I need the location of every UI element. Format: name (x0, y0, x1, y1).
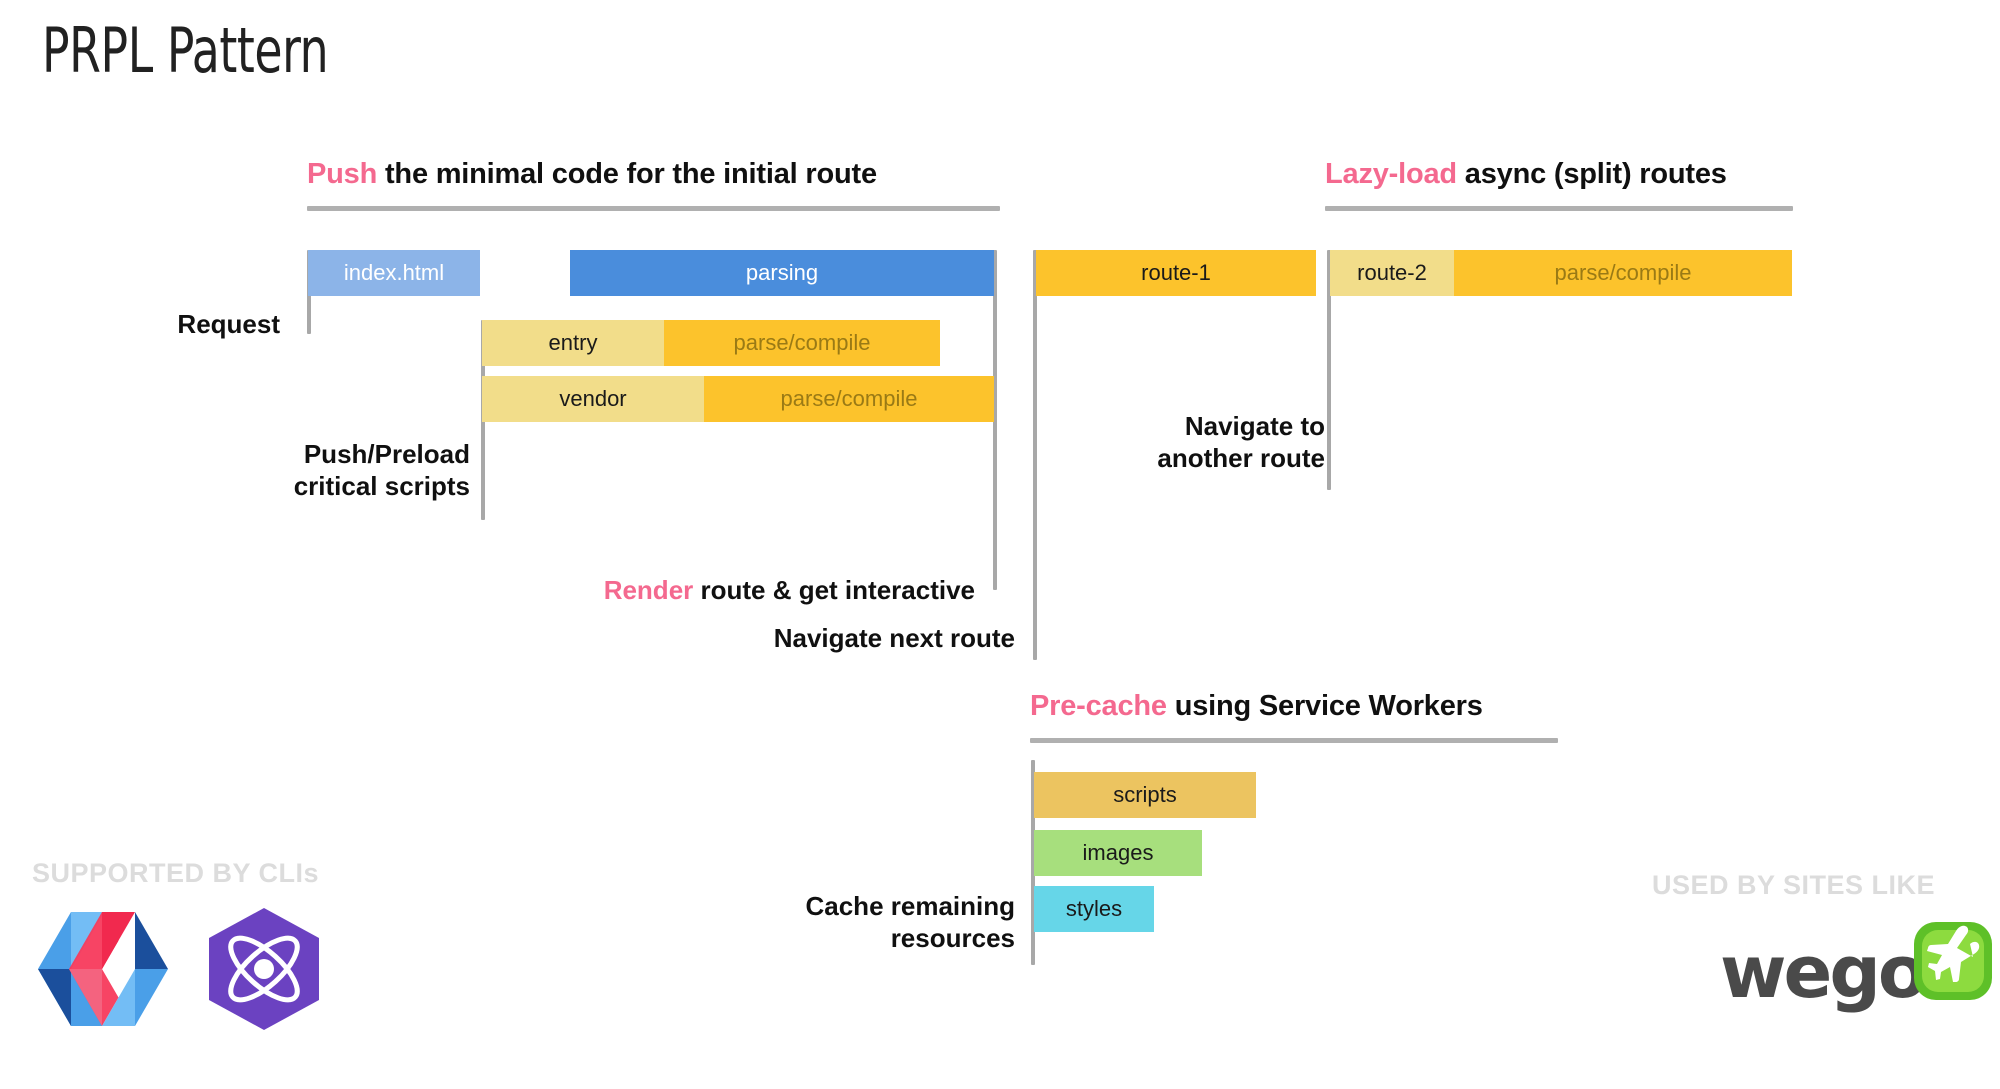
row-label-navigate-another: Navigate to another route (1157, 411, 1325, 474)
axis-line-navigate-next (1033, 250, 1037, 660)
bar-segment-route-2: route-2 (1330, 250, 1454, 296)
section-keyword-precache: Pre-cache (1030, 690, 1167, 722)
wego-wordmark: wego (1720, 930, 1927, 1014)
bar-index-html[interactable]: index.html (308, 250, 480, 296)
bar-vendor[interactable]: vendor parse/compile (482, 376, 994, 422)
row-label-render-rest: route & get interactive (693, 575, 975, 606)
bar-segment-parsing: parsing (570, 250, 994, 296)
section-keyword-push: Push (307, 158, 378, 190)
bar-entry[interactable]: entry parse/compile (482, 320, 940, 366)
bar-segment-scripts: scripts (1034, 772, 1256, 818)
section-rest-push: the minimal code for the initial route (377, 158, 877, 190)
section-rule-precache (1030, 738, 1558, 743)
wego-plane-icon (1914, 922, 1992, 1000)
section-rest-lazyload: async (split) routes (1456, 158, 1727, 190)
bar-segment-images: images (1034, 830, 1202, 876)
section-keyword-lazyload: Lazy-load (1325, 158, 1457, 190)
bar-segment-route-2-parse: parse/compile (1454, 250, 1792, 296)
bar-segment-entry-parse: parse/compile (664, 320, 940, 366)
page-title: PRPL Pattern (42, 14, 329, 87)
polymer-logo-icon (38, 910, 168, 1028)
footer-caption-supported-by: SUPPORTED BY CLIs (32, 858, 320, 888)
bar-segment-styles: styles (1034, 886, 1154, 932)
section-rule-lazyload (1325, 206, 1793, 211)
row-label-request: Request (177, 309, 280, 339)
bar-parsing[interactable]: parsing (570, 250, 994, 296)
section-rule-push (307, 206, 1000, 211)
wego-logo: wego (1720, 922, 1992, 1030)
row-label-render-keyword: Render (603, 575, 694, 606)
bar-styles[interactable]: styles (1034, 886, 1154, 932)
axis-line-cache (1031, 760, 1035, 965)
row-label-navigate-next: Navigate next route (773, 623, 1015, 653)
axis-line-route2 (1327, 250, 1331, 490)
bar-images[interactable]: images (1034, 830, 1202, 876)
section-header-push: Push the minimal code for the initial ro… (307, 158, 877, 191)
row-label-cache-remaining: Cache remaining resources (805, 891, 1015, 954)
bar-segment-vendor: vendor (482, 376, 704, 422)
bar-route-2[interactable]: route-2 parse/compile (1330, 250, 1792, 296)
bar-segment-entry: entry (482, 320, 664, 366)
bar-segment-index-html: index.html (308, 250, 480, 296)
row-label-render: Render route & get interactive (400, 542, 975, 606)
row-label-push-preload: Push/Preload critical scripts (293, 439, 470, 502)
bar-scripts[interactable]: scripts (1034, 772, 1256, 818)
bar-segment-route-1: route-1 (1036, 250, 1316, 296)
axis-line-render (993, 250, 997, 590)
bar-segment-vendor-parse: parse/compile (704, 376, 994, 422)
preact-logo-icon (200, 905, 328, 1033)
section-header-lazyload: Lazy-load async (split) routes (1325, 158, 1727, 191)
section-header-precache: Pre-cache using Service Workers (1030, 690, 1483, 723)
section-rest-precache: using Service Workers (1166, 690, 1483, 722)
bar-route-1[interactable]: route-1 (1036, 250, 1316, 296)
footer-caption-used-by: USED BY SITES LIKE (1652, 870, 1936, 900)
